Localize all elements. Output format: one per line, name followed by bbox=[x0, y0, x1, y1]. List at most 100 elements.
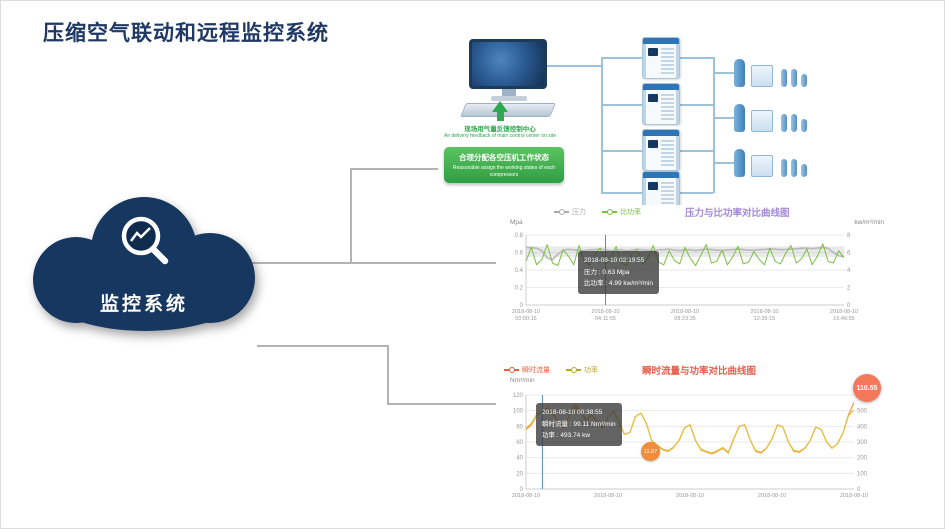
svg-text:120: 120 bbox=[513, 393, 524, 399]
svg-text:0: 0 bbox=[857, 487, 861, 493]
chart-title: 压力与比功率对比曲线图 bbox=[685, 208, 790, 219]
filter-icon bbox=[781, 114, 787, 132]
compressor-unit bbox=[642, 83, 680, 125]
chart-plot: 00.20.40.60.8024682018-08-1000:00:152018… bbox=[512, 233, 858, 322]
monitor-stand bbox=[502, 89, 516, 96]
dryer-icon bbox=[751, 110, 773, 132]
svg-text:2018-08-10: 2018-08-10 bbox=[840, 493, 868, 499]
compressor-top bbox=[643, 38, 679, 44]
y-left-unit: Nm³/min bbox=[510, 377, 535, 384]
feedback-note-en: Air delivery feedback of main control ce… bbox=[444, 133, 556, 139]
compressor-panel bbox=[648, 48, 658, 56]
chart-title: 瞬时流量与功率对比曲线图 bbox=[642, 366, 757, 377]
svg-text:0.4: 0.4 bbox=[515, 268, 524, 274]
air-treatment-row bbox=[734, 147, 808, 177]
svg-text:00:00:15: 00:00:15 bbox=[515, 316, 536, 322]
monitor-icon bbox=[469, 39, 547, 89]
up-arrow-stem bbox=[496, 112, 504, 121]
svg-text:2: 2 bbox=[847, 286, 851, 292]
filter-icon bbox=[801, 164, 807, 177]
svg-text:6: 6 bbox=[847, 251, 851, 257]
air-treatment-row bbox=[734, 102, 808, 132]
svg-text:400: 400 bbox=[857, 424, 868, 430]
svg-text:08:23:35: 08:23:35 bbox=[674, 316, 695, 322]
svg-text:0.6: 0.6 bbox=[515, 251, 524, 257]
svg-text:300: 300 bbox=[857, 440, 868, 446]
tooltip-power: 功率 : 493.74 kw bbox=[542, 432, 591, 440]
svg-text:80: 80 bbox=[516, 424, 523, 430]
svg-text:04:11:55: 04:11:55 bbox=[595, 316, 616, 322]
svg-text:0.8: 0.8 bbox=[515, 233, 524, 239]
legend-item-specific-power: 比功率 bbox=[602, 207, 641, 217]
chart-header: 瞬时流量 功率 瞬时流量与功率对比曲线图 bbox=[496, 363, 888, 377]
svg-text:0: 0 bbox=[520, 487, 524, 493]
air-tank-icon bbox=[734, 59, 745, 87]
compressor-top bbox=[643, 130, 679, 136]
chart-tooltip: 2018-08-10 02:19:55 压力 : 0.63 Mpa 比功率 : … bbox=[578, 251, 659, 295]
pipe-line bbox=[680, 192, 713, 194]
svg-text:8: 8 bbox=[847, 233, 851, 239]
svg-text:16:46:55: 16:46:55 bbox=[833, 316, 854, 322]
chart-header: 压力 比功率 压力与比功率对比曲线图 bbox=[496, 205, 888, 219]
legend-marker bbox=[566, 366, 581, 373]
svg-text:2018-08-10: 2018-08-10 bbox=[750, 309, 778, 315]
svg-text:2018-08-10: 2018-08-10 bbox=[758, 493, 786, 499]
pipe-line bbox=[601, 150, 642, 152]
legend-label: 比功率 bbox=[620, 209, 641, 216]
pipe-line bbox=[601, 192, 642, 194]
monitor-screen bbox=[472, 42, 544, 86]
compressor-top bbox=[643, 172, 679, 178]
feedback-note: 现场用气量反馈控制中心 Air delivery feedback of mai… bbox=[439, 101, 561, 140]
monitor-base bbox=[491, 96, 527, 101]
pipe-line bbox=[713, 72, 734, 74]
connector-line bbox=[350, 168, 352, 264]
connector-line bbox=[257, 345, 389, 347]
up-arrow-icon bbox=[492, 101, 508, 112]
chart-plot: 02040608010012001002003004005006002018-0… bbox=[512, 393, 868, 499]
monitoring-cloud: 监控系统 bbox=[33, 197, 255, 345]
compressor-unit bbox=[642, 129, 680, 171]
pipe-line bbox=[547, 65, 601, 67]
axis-units: Nm³/min bbox=[496, 377, 888, 387]
svg-text:2018-08-10: 2018-08-10 bbox=[676, 493, 704, 499]
y-left-unit: Mpa bbox=[510, 219, 523, 226]
connector-line bbox=[350, 168, 438, 170]
compressor-vents bbox=[661, 48, 674, 74]
cloud-shape bbox=[49, 259, 241, 331]
chart-legend: 瞬时流量 功率 bbox=[504, 365, 598, 375]
pipe-line bbox=[713, 117, 734, 119]
svg-text:100: 100 bbox=[513, 409, 524, 415]
filter-icon bbox=[801, 119, 807, 132]
legend-marker bbox=[602, 208, 617, 215]
assign-note-cn: 合理分配各空压机工作状态 bbox=[459, 153, 549, 162]
svg-text:2018-08-10: 2018-08-10 bbox=[512, 309, 540, 315]
legend-label: 功率 bbox=[584, 367, 598, 374]
pipe-line bbox=[601, 104, 642, 106]
filter-icon bbox=[791, 114, 797, 132]
filter-icon bbox=[781, 159, 787, 177]
compressor-vents bbox=[661, 94, 674, 120]
assign-note-box: 合理分配各空压机工作状态 Reasonable assign the worki… bbox=[444, 147, 564, 183]
svg-text:2018-08-10: 2018-08-10 bbox=[512, 493, 540, 499]
svg-text:2018-08-10: 2018-08-10 bbox=[830, 309, 858, 315]
compressor-vents bbox=[661, 182, 674, 208]
svg-text:2018-08-10: 2018-08-10 bbox=[591, 309, 619, 315]
legend-label: 瞬时流量 bbox=[522, 367, 550, 374]
air-tank-icon bbox=[734, 104, 745, 132]
compressor-top bbox=[643, 84, 679, 90]
tooltip-time: 2018-08-10 00:38:55 bbox=[542, 409, 603, 416]
svg-text:500: 500 bbox=[857, 409, 868, 415]
pipe-line bbox=[680, 57, 713, 59]
compressor-panel bbox=[648, 94, 658, 102]
connector-line bbox=[239, 262, 498, 264]
compressor-unit bbox=[642, 37, 680, 79]
filter-icon bbox=[781, 69, 787, 87]
pipe-line bbox=[601, 57, 603, 193]
svg-text:2018-08-10: 2018-08-10 bbox=[671, 309, 699, 315]
filter-icon bbox=[791, 69, 797, 87]
svg-text:60: 60 bbox=[516, 440, 523, 446]
compressor-vents bbox=[661, 140, 674, 166]
pipe-line bbox=[680, 150, 713, 152]
